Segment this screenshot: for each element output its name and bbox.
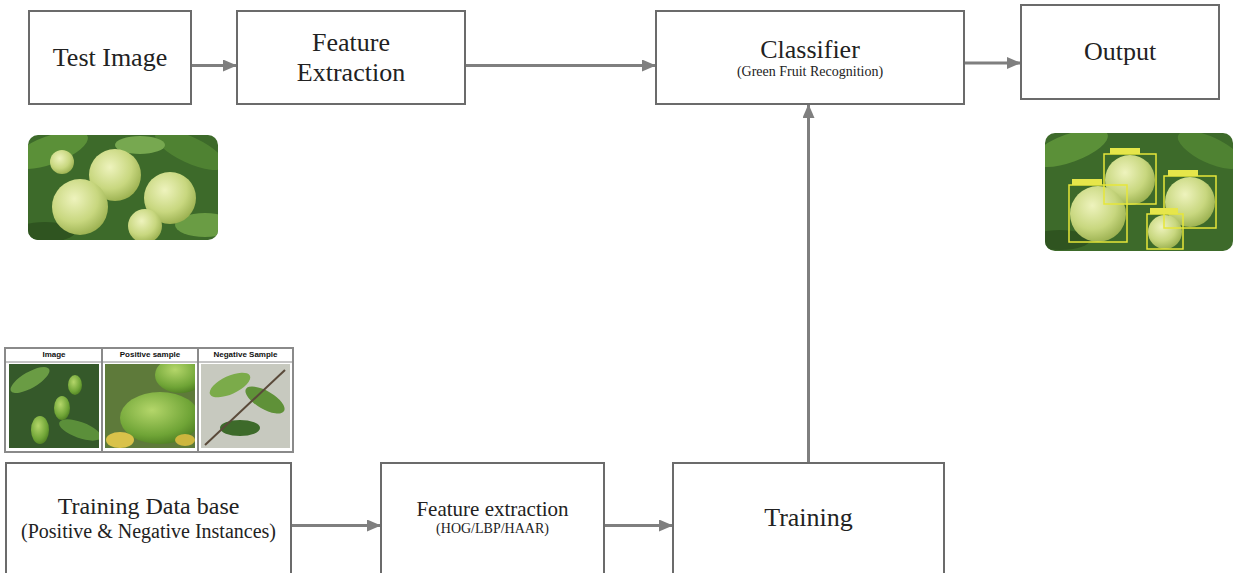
- process-box: Training Data base(Positive & Negative I…: [5, 462, 292, 573]
- negative-sample-image-part: [241, 381, 288, 419]
- sample-image-part: [54, 396, 70, 420]
- box-subtitle: (Positive & Negative Instances): [15, 520, 282, 542]
- test-photo-part: [28, 135, 92, 177]
- positive-sample-image-part: [155, 364, 195, 393]
- output-photo-part: [1070, 186, 1126, 242]
- flow-arrow: [466, 64, 655, 67]
- sample-image: [9, 364, 99, 448]
- negative-sample-image-part: [220, 420, 260, 436]
- negative-sample-image-part: [206, 368, 253, 403]
- box-title: Training: [684, 503, 933, 532]
- flow-arrow: [807, 105, 810, 462]
- box-content: Classifier(Green Fruit Recognition): [657, 31, 963, 84]
- box-content: Output: [1022, 33, 1218, 70]
- flow-arrow: [192, 64, 236, 67]
- box-subtitle: (Green Fruit Recognition): [667, 64, 953, 80]
- sample-image-part: [9, 364, 53, 398]
- box-subtitle: (HOG/LBP/HAAR): [392, 521, 593, 537]
- box-title: Feature Extraction: [266, 28, 436, 86]
- sample-image-part: [68, 375, 82, 395]
- test-photo-part: [128, 209, 162, 240]
- detection-tags-part: [1168, 170, 1198, 176]
- box-content: Feature Extraction: [238, 24, 464, 90]
- sample-image-part: [31, 416, 49, 444]
- box-content: Training: [674, 499, 943, 536]
- sample-table: [5, 348, 293, 452]
- negative-sample-image-part: [201, 364, 290, 448]
- detection-boxes-part: [1147, 214, 1183, 249]
- detection-boxes-part: [1104, 154, 1156, 204]
- process-box: Feature Extraction: [236, 10, 466, 105]
- test-photo-part: [52, 179, 108, 235]
- table-header: Positive sample: [102, 349, 198, 361]
- sample-table-part: [197, 349, 199, 451]
- process-box: Training: [672, 462, 945, 573]
- detection-boxes-part: [1164, 176, 1216, 228]
- detection-tags: [1072, 148, 1198, 214]
- box-content: Feature extraction(HOG/LBP/HAAR): [382, 494, 603, 541]
- detection-boxes-part: [1069, 185, 1127, 242]
- box-content: Test Image: [30, 39, 190, 76]
- flow-arrow: [292, 524, 380, 527]
- process-box: Output: [1020, 4, 1220, 100]
- test-photo: [28, 135, 218, 240]
- box-title: Feature extraction: [392, 498, 593, 522]
- process-box: Classifier(Green Fruit Recognition): [655, 10, 965, 105]
- box-title: Classifier: [667, 35, 953, 64]
- output-photo: [1045, 133, 1233, 251]
- output-photo-part: [1148, 215, 1182, 249]
- process-box: Test Image: [28, 10, 192, 105]
- box-content: Training Data base(Positive & Negative I…: [7, 489, 290, 546]
- detection-tags-part: [1150, 208, 1178, 214]
- positive-sample-image-part: [175, 434, 195, 446]
- negative-sample-image-part: [205, 370, 285, 445]
- process-box: Feature extraction(HOG/LBP/HAAR): [380, 462, 605, 573]
- detection-tags-part: [1072, 179, 1102, 185]
- flow-arrow: [965, 62, 1020, 65]
- negative-sample-image: [201, 364, 290, 448]
- detection-tags-part: [1110, 148, 1140, 154]
- table-header: Negative Sample: [198, 349, 293, 361]
- detection-boxes: [1069, 154, 1216, 249]
- output-photo-part: [1045, 133, 1112, 175]
- box-title: Training Data base: [15, 493, 282, 520]
- sample-table-part: [101, 349, 103, 451]
- positive-sample-image: [105, 364, 195, 448]
- box-title: Output: [1032, 37, 1208, 66]
- flow-arrow: [605, 524, 672, 527]
- sample-table-part: [6, 362, 292, 363]
- positive-sample-image-part: [106, 432, 134, 448]
- box-title: Test Image: [44, 43, 176, 72]
- test-photo-part: [50, 150, 74, 174]
- sample-table-part: [5, 348, 293, 452]
- table-header: Image: [6, 349, 102, 361]
